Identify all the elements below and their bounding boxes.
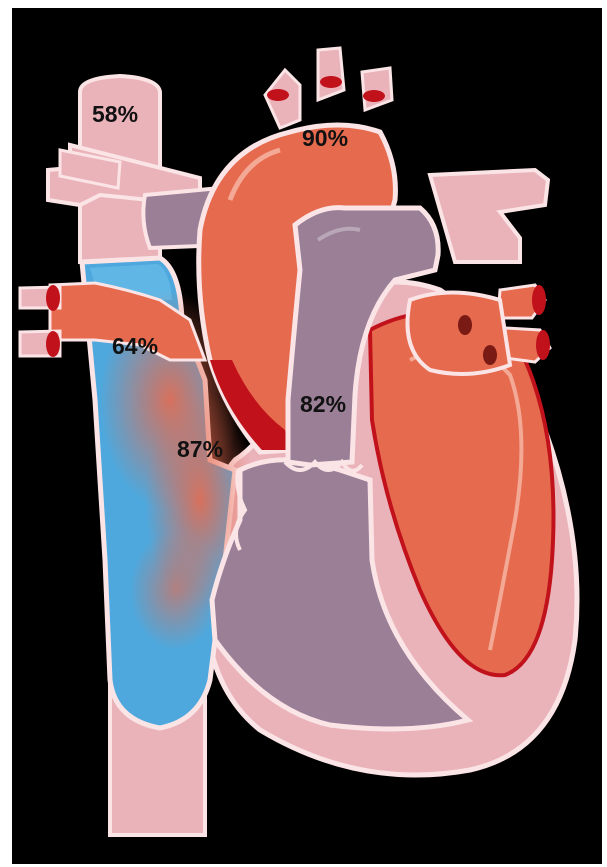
- inflow-opening-upper: [46, 285, 60, 311]
- inflow-opening-lower: [46, 331, 60, 357]
- ivc-mixed-saturation-label: 87%: [177, 436, 223, 462]
- left-carotid-branch: [318, 48, 344, 100]
- umbilical-saturation-label: 64%: [112, 333, 158, 359]
- svc-saturation-label: 58%: [92, 101, 138, 127]
- pulmonary-vein-ostium-1: [458, 315, 472, 335]
- pulmonary-vein-upper-opening: [532, 285, 546, 315]
- left-carotid-opening: [320, 76, 342, 88]
- pulmonary-vein-lower-opening: [536, 330, 550, 360]
- left-subclavian-opening: [363, 90, 385, 102]
- pulmonary-vein-ostium-2: [483, 345, 497, 365]
- oxygenated-stream-tail: [130, 530, 220, 650]
- pulmonary-artery-saturation-label: 82%: [300, 391, 346, 417]
- aorta-saturation-label: 90%: [302, 125, 348, 151]
- brachiocephalic-opening: [267, 89, 289, 101]
